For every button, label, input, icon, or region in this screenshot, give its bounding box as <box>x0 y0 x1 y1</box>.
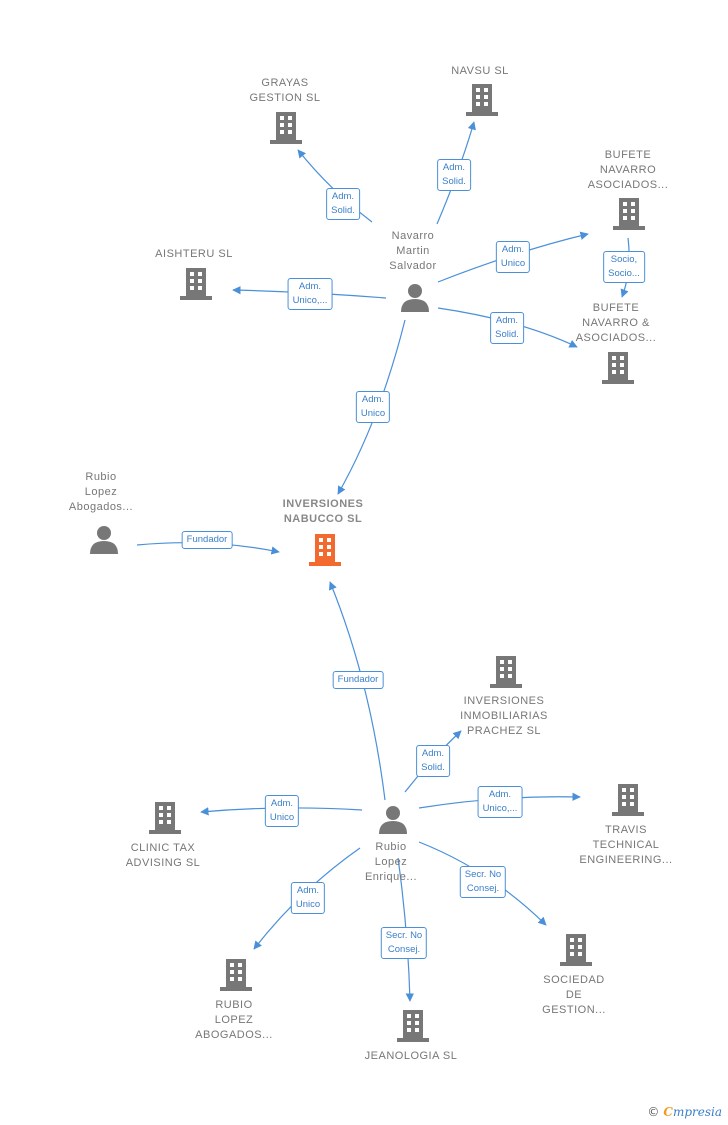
company-label[interactable]: TRAVIS TECHNICAL ENGINEERING... <box>579 824 673 866</box>
edge-label: Secr. No Consej. <box>459 866 507 898</box>
edge-label: Secr. No Consej. <box>380 927 428 959</box>
company-label[interactable]: BUFETE NAVARRO & ASOCIADOS... <box>575 302 657 344</box>
building-icon <box>613 198 645 230</box>
person-label[interactable]: Navarro Martin Salvador <box>389 230 437 272</box>
edge-label: Adm. Solid. <box>437 159 471 191</box>
edge-label: Adm. Solid. <box>326 188 360 220</box>
company-label[interactable]: NAVSU SL <box>451 65 509 77</box>
edge-label: Socio, Socio... <box>603 251 645 283</box>
brand-initial: C <box>663 1105 673 1119</box>
company-label[interactable]: SOCIEDAD DE GESTION... <box>542 974 606 1016</box>
building-icon <box>180 268 212 300</box>
edge-label: Adm. Unico <box>264 795 300 827</box>
edge-label: Adm. Unico <box>495 241 531 273</box>
building-icon <box>397 1010 429 1042</box>
edge-label: Fundador <box>332 671 384 689</box>
edge-label: Adm. Solid. <box>490 312 524 344</box>
building-icon <box>560 934 592 966</box>
building-icon <box>309 534 341 566</box>
edge-label: Adm. Solid. <box>416 745 450 777</box>
person-icon <box>379 806 407 834</box>
building-icon <box>220 959 252 991</box>
edge-label: Fundador <box>181 531 233 549</box>
edge-label: Adm. Unico <box>290 882 326 914</box>
company-label[interactable]: CLINIC TAX ADVISING SL <box>125 842 201 869</box>
edge-label: Adm. Unico <box>355 391 391 423</box>
building-icon <box>602 352 634 384</box>
person-label[interactable]: Rubio Lopez Abogados... <box>68 471 134 513</box>
company-label[interactable]: JEANOLOGIA SL <box>364 1050 458 1062</box>
company-label[interactable]: RUBIO LOPEZ ABOGADOS... <box>195 999 273 1041</box>
building-icon <box>149 802 181 834</box>
company-label[interactable]: AISHTERU SL <box>155 248 233 260</box>
company-label[interactable]: BUFETE NAVARRO ASOCIADOS... <box>587 149 669 191</box>
center-company-label[interactable]: INVERSIONES NABUCCO SL <box>282 498 364 525</box>
edge-navarro-grayas <box>297 149 373 223</box>
building-icon <box>612 784 644 816</box>
empresia-logo[interactable]: ©Cmpresia <box>647 1105 722 1119</box>
building-icon <box>270 112 302 144</box>
building-icon <box>490 656 522 688</box>
person-icon <box>401 284 429 312</box>
company-label[interactable]: INVERSIONES INMOBILIARIAS PRACHEZ SL <box>460 695 548 737</box>
person-label[interactable]: Rubio Lopez Enrique... <box>364 841 418 883</box>
edge-rubiobottom-center <box>328 581 386 801</box>
person-icon <box>90 526 118 554</box>
building-icon <box>466 84 498 116</box>
edge-label: Adm. Unico,... <box>287 278 333 310</box>
company-label[interactable]: GRAYAS GESTION SL <box>249 77 321 104</box>
copyright-icon: © <box>647 1105 660 1119</box>
brand-name: mpresia <box>672 1105 722 1119</box>
edge-label: Adm. Unico,... <box>477 786 523 818</box>
